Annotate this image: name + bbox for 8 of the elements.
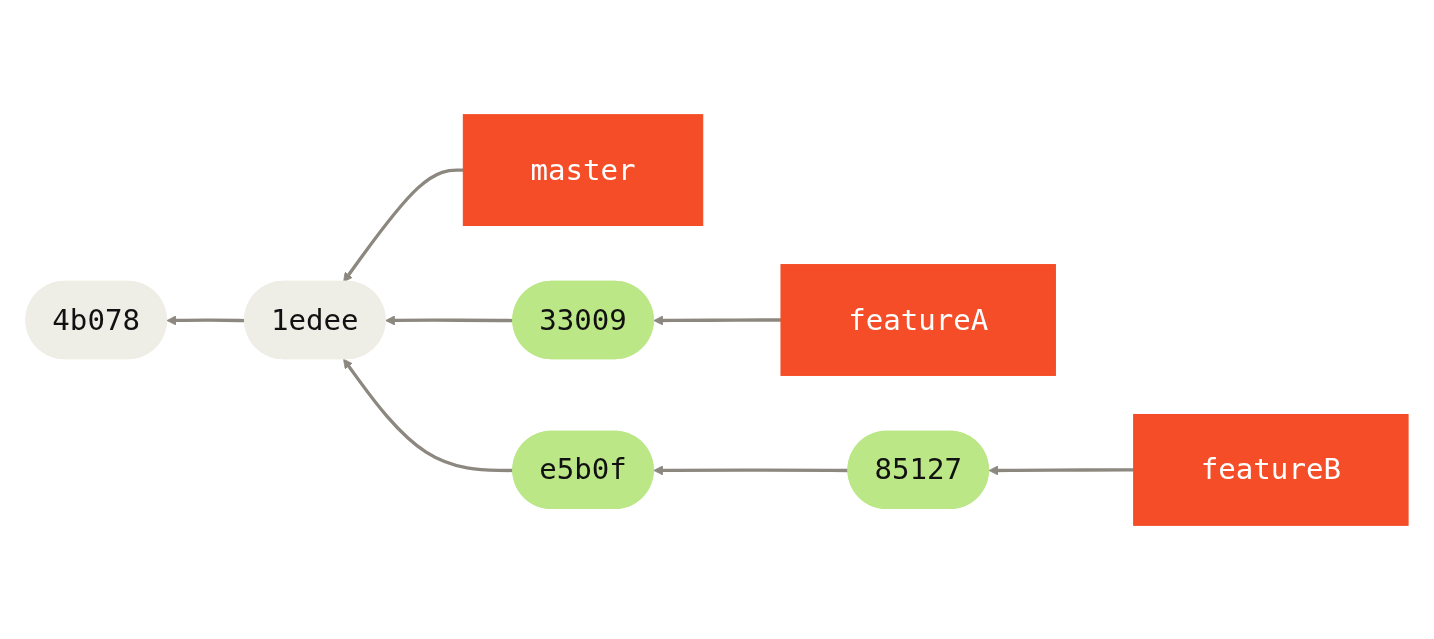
arrow <box>343 358 514 472</box>
node-box: featureA <box>780 263 1056 376</box>
arrow <box>343 167 464 282</box>
arrow <box>653 315 781 325</box>
node-box: featureB <box>1133 413 1409 526</box>
arrow <box>653 465 849 475</box>
arrow <box>988 465 1134 475</box>
node-box: master <box>462 113 704 226</box>
